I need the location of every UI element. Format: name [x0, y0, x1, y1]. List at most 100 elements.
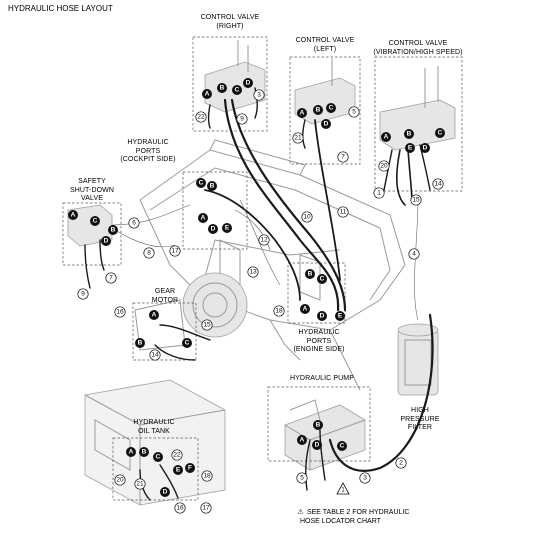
port-badges: A B C D A B C D A B C D E C B A D E A C …: [68, 78, 445, 497]
svg-text:14: 14: [151, 352, 159, 359]
port-b-badge: B: [139, 447, 149, 457]
svg-text:D: D: [324, 121, 329, 128]
port-a-badge: A: [381, 132, 391, 142]
port-b-badge: B: [313, 420, 323, 430]
port-d-badge: D: [101, 236, 111, 246]
hose-6-callout: 6: [128, 217, 140, 229]
port-d-badge: D: [317, 311, 327, 321]
svg-text:C: C: [340, 443, 345, 450]
port-e-badge: E: [335, 311, 345, 321]
warning-icon: ⚠: [297, 509, 304, 516]
filter-art: [397, 323, 439, 396]
svg-text:17: 17: [202, 505, 210, 512]
port-b-badge: B: [135, 338, 145, 348]
hose-15-callout: 15: [410, 194, 422, 206]
warning-triangle-icon: 1: [336, 482, 350, 495]
hose-11-callout: 11: [337, 206, 349, 218]
svg-text:1: 1: [377, 190, 381, 197]
hose-9-callout: 9: [77, 288, 89, 300]
svg-text:B: B: [308, 271, 313, 278]
svg-text:E: E: [176, 467, 181, 474]
port-b-badge: B: [313, 105, 323, 115]
port-d-badge: D: [208, 224, 218, 234]
thin-hoses: [111, 199, 419, 321]
label-high-pressure-filter: HIGH PRESSURE FILTER: [400, 407, 440, 431]
hose-18-callout: 18: [201, 470, 213, 482]
hose-22-callout: 22: [171, 449, 183, 461]
svg-text:D: D: [211, 226, 216, 233]
svg-text:B: B: [316, 422, 321, 429]
label-control-valve-right: CONTROL VALVE (RIGHT): [200, 14, 260, 30]
svg-text:D: D: [246, 80, 251, 87]
port-c-badge: C: [232, 85, 242, 95]
port-a-badge: A: [202, 89, 212, 99]
svg-text:A: A: [71, 212, 76, 219]
svg-text:C: C: [185, 340, 190, 347]
svg-text:B: B: [316, 107, 321, 114]
svg-text:E: E: [338, 313, 343, 320]
oil-tank-art: [84, 379, 226, 506]
svg-text:C: C: [329, 105, 334, 112]
hose-2-callout: 2: [395, 457, 407, 469]
hose-12-callout: 12: [258, 234, 270, 246]
hose-7-callout: 7: [105, 272, 117, 284]
hose-15-callout: 15: [201, 319, 213, 331]
svg-text:C: C: [93, 218, 98, 225]
hose-7-callout: 7: [337, 151, 349, 163]
svg-text:D: D: [163, 489, 168, 496]
label-gear-motor: GEAR MOTOR: [151, 288, 179, 304]
svg-text:20: 20: [380, 163, 388, 170]
label-hydraulic-ports-engine: HYDRAULIC PORTS (ENGINE SIDE): [293, 329, 345, 353]
svg-text:6: 6: [132, 220, 136, 227]
svg-text:D: D: [320, 313, 325, 320]
diagram-title: HYDRAULIC HOSE LAYOUT: [8, 4, 113, 13]
label-hydraulic-oil-tank: HYDRAULIC OIL TANK: [133, 419, 175, 435]
label-hydraulic-pump: HYDRAULIC PUMP: [289, 375, 355, 382]
svg-text:14: 14: [434, 181, 442, 188]
svg-text:1: 1: [341, 488, 345, 494]
svg-text:B: B: [111, 227, 116, 234]
svg-text:A: A: [205, 91, 210, 98]
label-safety-shutdown-valve: SAFETY SHUT-DOWN VALVE: [69, 178, 115, 202]
svg-text:E: E: [225, 225, 230, 232]
svg-text:F: F: [188, 465, 192, 472]
port-d-badge: D: [312, 440, 322, 450]
port-a-badge: A: [297, 108, 307, 118]
svg-text:15: 15: [203, 322, 211, 329]
svg-text:8: 8: [147, 250, 151, 257]
hose-9-callout: 9: [236, 113, 248, 125]
hose-17-callout: 17: [169, 245, 181, 257]
hose-22-callout: 22: [195, 111, 207, 123]
svg-text:16: 16: [116, 309, 124, 316]
port-c-badge: C: [90, 216, 100, 226]
svg-text:A: A: [201, 215, 206, 222]
svg-text:11: 11: [340, 209, 347, 216]
port-d-badge: D: [243, 78, 253, 88]
note-line-2: HOSE LOCATOR CHART: [300, 518, 381, 525]
svg-text:9: 9: [81, 291, 85, 298]
hose-5-callout: 5: [348, 106, 360, 118]
svg-text:2: 2: [399, 460, 403, 467]
hoses: [84, 87, 434, 501]
port-b-badge: B: [305, 269, 315, 279]
hose-16-callout: 16: [174, 502, 186, 514]
hose-5-callout: 5: [296, 472, 308, 484]
port-a-badge: A: [297, 435, 307, 445]
port-c-badge: C: [435, 128, 445, 138]
port-c-badge: C: [317, 274, 327, 284]
hose-3-callout: 3: [359, 472, 371, 484]
port-b-badge: B: [207, 181, 217, 191]
svg-text:18: 18: [275, 308, 283, 315]
hose-17-callout: 17: [200, 502, 212, 514]
hose-1-callout: 1: [373, 187, 385, 199]
svg-text:C: C: [438, 130, 443, 137]
pump-art: [284, 399, 366, 471]
svg-text:A: A: [129, 449, 134, 456]
svg-text:7: 7: [109, 275, 113, 282]
port-d-badge: D: [160, 487, 170, 497]
port-e-badge: E: [222, 223, 232, 233]
port-c-badge: C: [153, 452, 163, 462]
svg-text:9: 9: [240, 116, 244, 123]
svg-text:10: 10: [303, 214, 311, 221]
svg-text:C: C: [320, 276, 325, 283]
